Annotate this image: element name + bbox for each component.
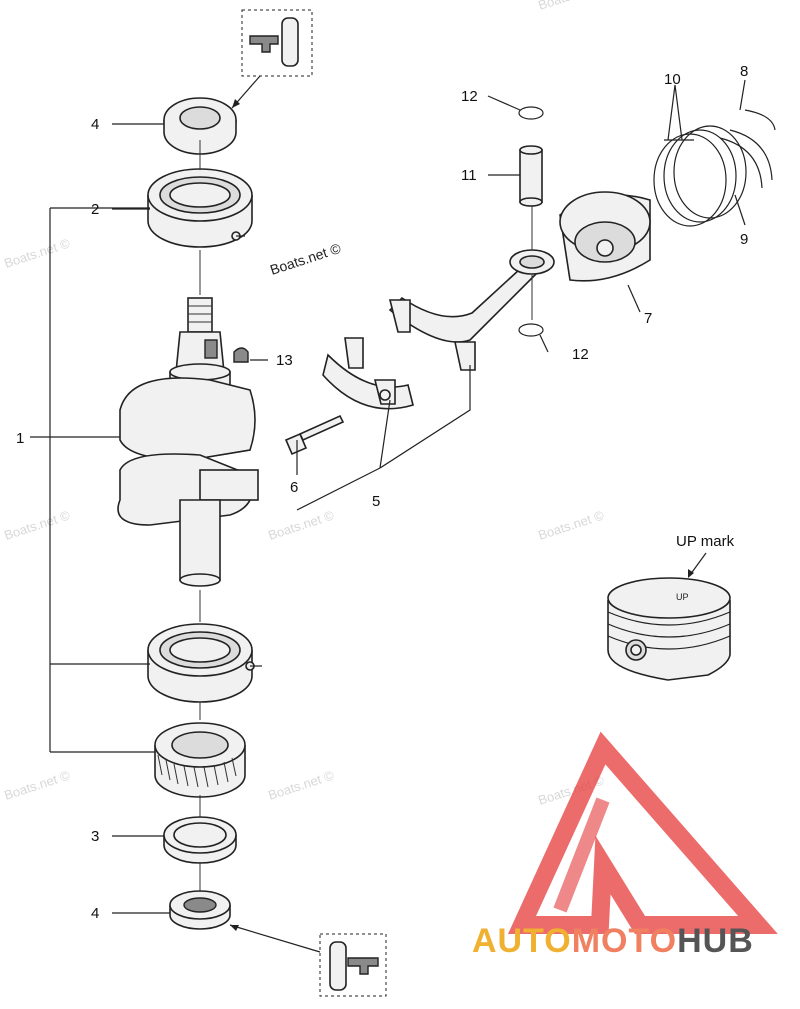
callout-5: 5 bbox=[372, 493, 380, 510]
seal-detail-top bbox=[231, 9, 313, 109]
leader-lines bbox=[112, 79, 746, 914]
callout-12-bottom: 12 bbox=[572, 346, 589, 363]
logo-word-auto: AUTO bbox=[472, 922, 572, 960]
watermark: Boats.net © bbox=[2, 767, 72, 802]
watermark: Boats.net © bbox=[2, 507, 72, 542]
circlip-top bbox=[518, 106, 544, 120]
woodruff-key bbox=[233, 347, 249, 363]
callout-4-top: 4 bbox=[91, 116, 99, 133]
logo-word-hub: HUB bbox=[677, 922, 754, 960]
bearing-top bbox=[147, 168, 253, 248]
callout-8: 8 bbox=[740, 63, 748, 80]
oil-seal-top bbox=[163, 97, 237, 155]
piston-pin bbox=[519, 145, 543, 207]
up-mark-label: UP mark bbox=[676, 533, 735, 550]
callout-12-top: 12 bbox=[461, 88, 478, 105]
rod-cap bbox=[322, 337, 414, 410]
rod-bolt bbox=[284, 414, 345, 456]
callout-7: 7 bbox=[644, 310, 652, 327]
logo-triangle-icon bbox=[507, 731, 778, 934]
gear bbox=[154, 722, 246, 822]
callout-2: 2 bbox=[91, 201, 99, 218]
bearing-bottom bbox=[147, 623, 262, 720]
piston-rings bbox=[653, 109, 776, 227]
piston bbox=[559, 191, 651, 282]
callout-10: 10 bbox=[664, 71, 681, 88]
watermark: Boats.net © bbox=[536, 507, 606, 542]
logo-word-moto: MOTO bbox=[572, 922, 677, 960]
automotohub-logo: AUTOMOTOHUB bbox=[472, 731, 778, 960]
logo-wordmark: AUTOMOTOHUB bbox=[472, 922, 754, 960]
callout-1: 1 bbox=[16, 430, 24, 447]
oil-seal-bottom bbox=[169, 890, 231, 930]
callout-bracket-1 bbox=[30, 207, 155, 753]
watermark: Boats.net © bbox=[266, 767, 336, 802]
watermark: Boats.net © bbox=[536, 0, 606, 13]
boats-net-watermark: Boats.net © bbox=[268, 240, 343, 278]
callout-6: 6 bbox=[290, 479, 298, 496]
callout-9: 9 bbox=[740, 231, 748, 248]
watermark: Boats.net © bbox=[2, 235, 72, 270]
callout-3: 3 bbox=[91, 828, 99, 845]
thrust-washer bbox=[163, 816, 237, 892]
circlip-bottom bbox=[518, 323, 544, 337]
seal-detail-bottom bbox=[229, 924, 387, 997]
logo-inner-stroke-icon bbox=[553, 797, 610, 913]
connecting-rod bbox=[388, 205, 555, 371]
up-mark-inset: UP mark UP bbox=[607, 533, 735, 681]
callout-11: 11 bbox=[461, 167, 477, 184]
crankshaft bbox=[117, 140, 259, 622]
watermark: Boats.net © bbox=[266, 507, 336, 542]
callout-4-bottom: 4 bbox=[91, 905, 99, 922]
callout-13: 13 bbox=[276, 352, 293, 369]
piston-up-text: UP bbox=[676, 592, 689, 602]
